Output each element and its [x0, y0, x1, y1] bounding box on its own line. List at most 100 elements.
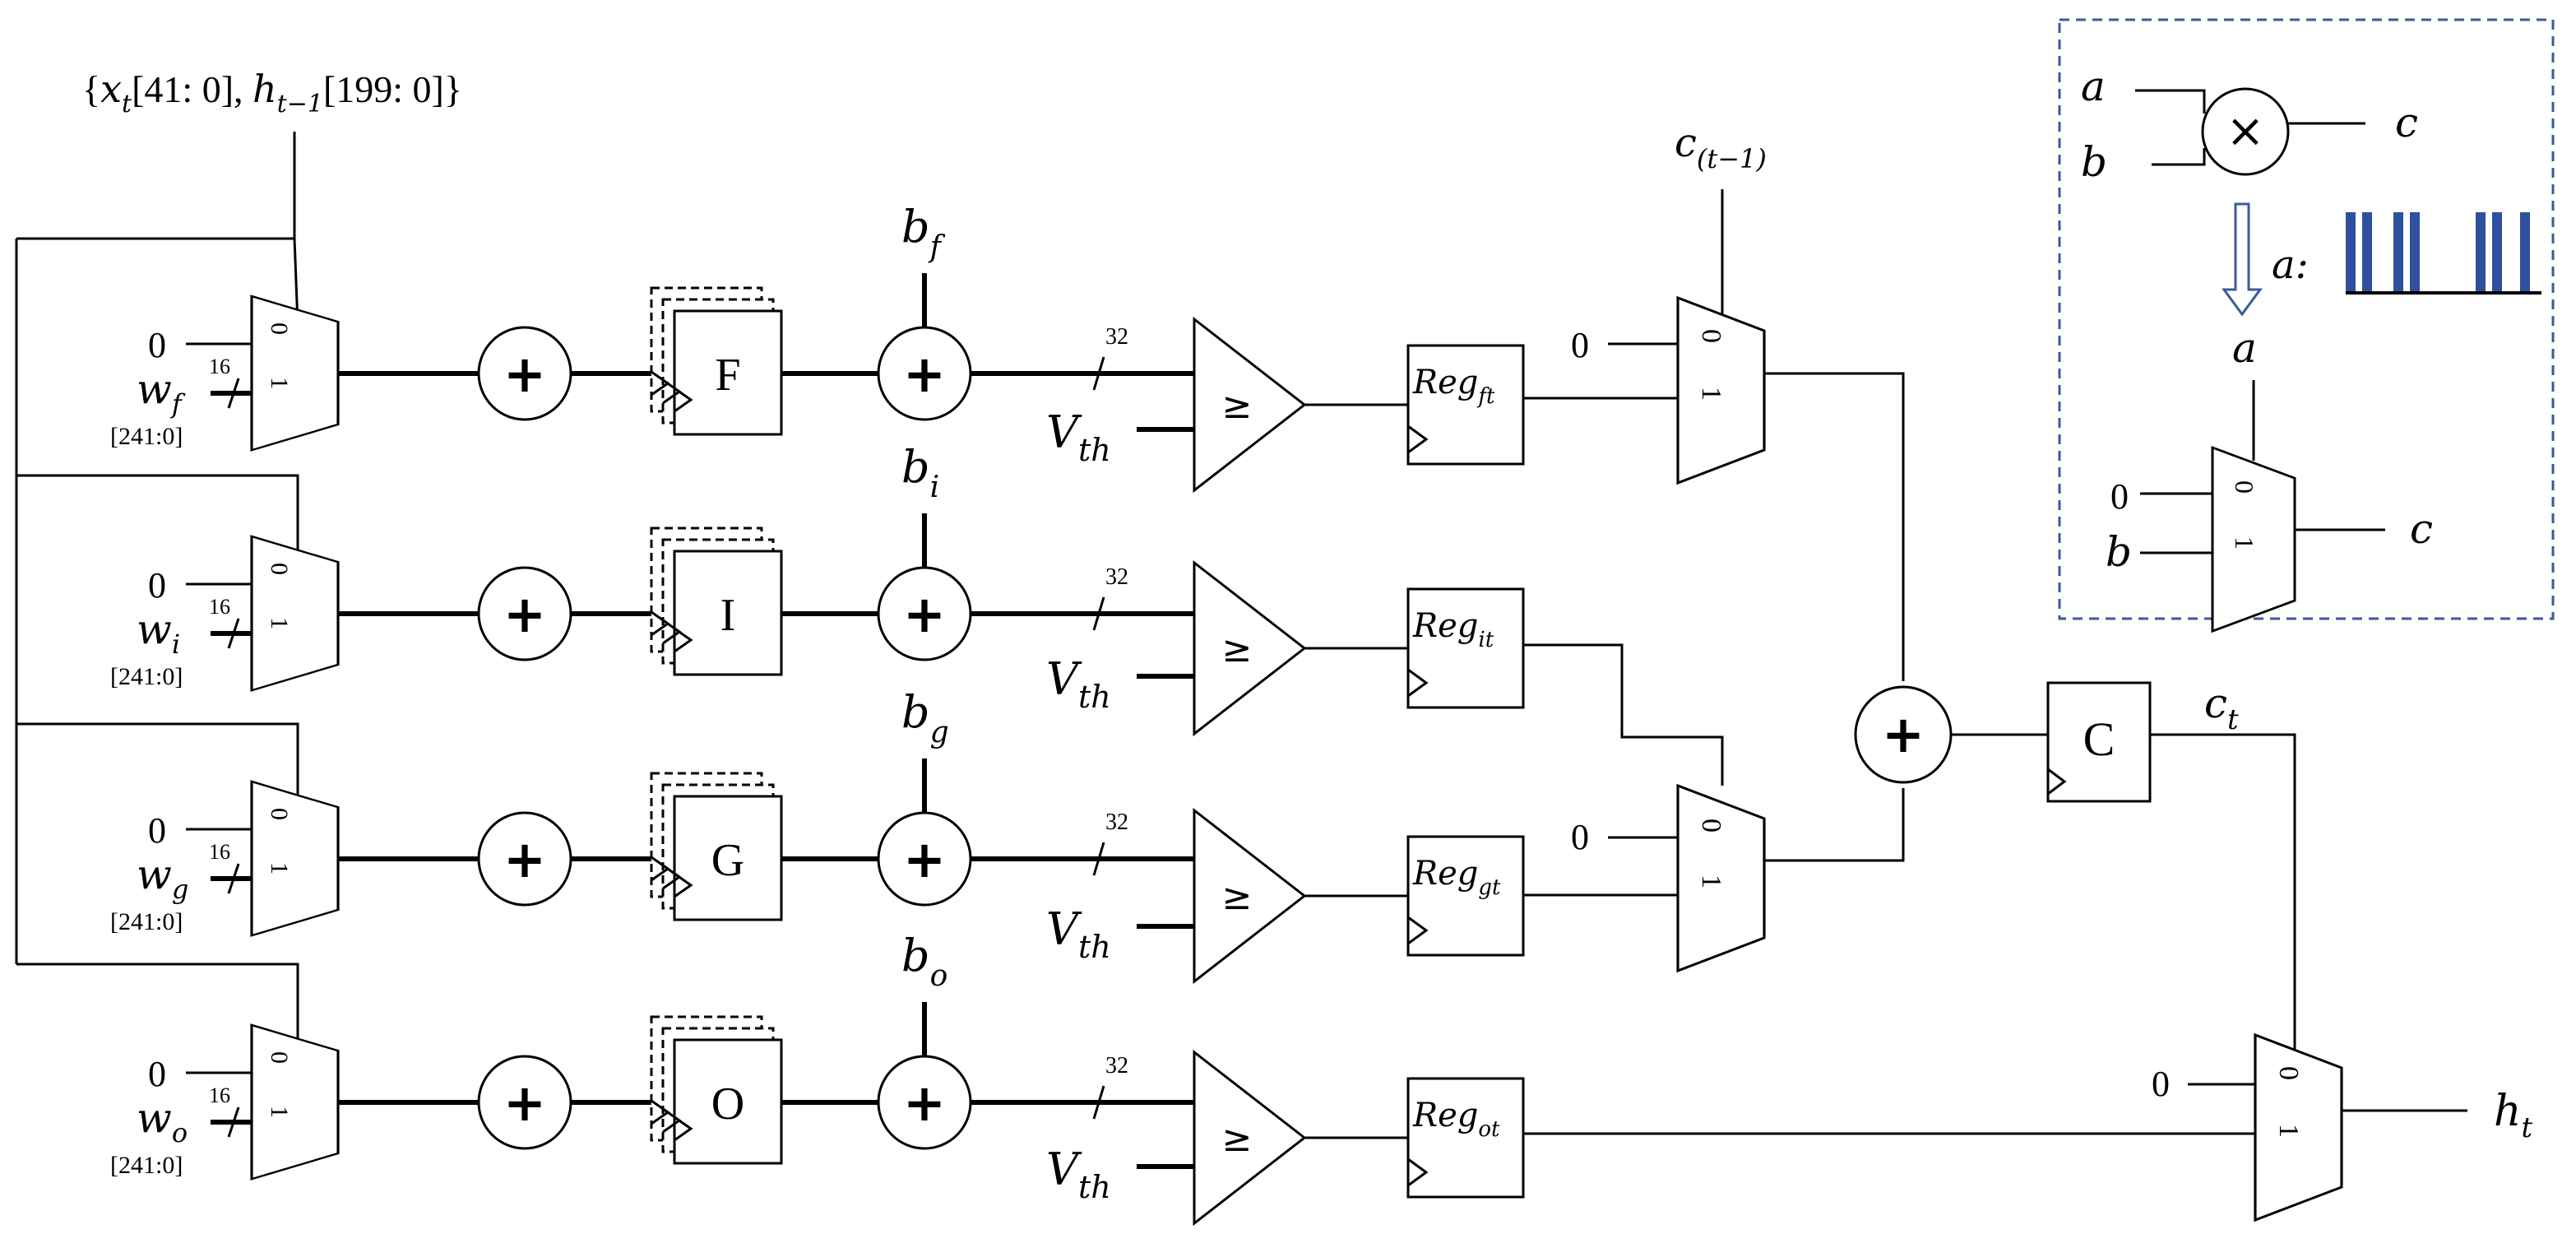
output-mux-zero: 0	[2152, 1064, 2170, 1104]
weight-mux-f	[250, 295, 340, 452]
it-to-input-mux	[1523, 643, 1724, 786]
accumulate-adder-sign: +	[503, 584, 546, 644]
width-16-label: 16	[209, 355, 230, 378]
weight-label-o: wo	[137, 1094, 188, 1148]
vth-label: Vth	[1046, 903, 1111, 965]
weight-mux-i	[250, 535, 340, 692]
bias-label-f: bf	[901, 201, 946, 264]
vth-label: Vth	[1046, 653, 1111, 715]
multiplier-sign: ×	[2226, 104, 2265, 158]
input-mux-zero: 0	[1571, 817, 1589, 857]
output-mux-sel0: 0	[2273, 1066, 2304, 1080]
legend-mux-zero: 0	[2110, 476, 2129, 517]
width-32-label: 32	[1105, 324, 1128, 350]
bias-label-o: bo	[901, 930, 947, 993]
input-bus-trunk	[15, 132, 296, 964]
width-16-label: 16	[209, 1083, 230, 1107]
forget-mux-sel1: 1	[1696, 387, 1726, 401]
output-mux-sel1: 1	[2273, 1124, 2304, 1138]
hollow-down-arrow-icon	[2222, 202, 2263, 317]
weight-mux-sel1: 1	[266, 377, 293, 389]
legend-a-label: a	[2081, 63, 2106, 110]
width-16-label: 16	[209, 595, 230, 619]
spike-train	[2346, 212, 2541, 295]
legend-border	[2058, 18, 2555, 620]
spike-register-label: Regft	[1412, 364, 1495, 409]
bias-adder-sign: +	[903, 1073, 946, 1133]
spike-pulse	[2476, 212, 2486, 291]
weight-label-i: wi	[137, 605, 180, 660]
input-mux	[1676, 783, 1766, 973]
legend-mux	[2211, 445, 2296, 633]
legend-mux-sel1: 1	[2230, 536, 2259, 550]
width-32-label: 32	[1105, 810, 1128, 835]
gate-register-label: G	[711, 835, 744, 886]
weight-mux-o	[250, 1023, 340, 1181]
spike-pulse	[2346, 212, 2356, 291]
bias-adder-sign: +	[903, 829, 946, 889]
spike-register-gt	[1406, 835, 1525, 957]
threshold-comparator	[1193, 1049, 1307, 1227]
bias-adder-sign: +	[903, 344, 946, 404]
gate-register-stack-i	[650, 527, 783, 676]
input-bus-label: {xt[41: 0], ht−1[199: 0]}	[82, 67, 462, 118]
input-mux-sel1: 1	[1696, 874, 1726, 888]
weight-range-label: [241:0]	[110, 423, 183, 450]
width-32-label: 32	[1105, 1053, 1128, 1079]
weight-mux-zero: 0	[148, 565, 166, 605]
weight-mux-sel1: 1	[266, 1106, 293, 1118]
gate-register-label: I	[720, 590, 736, 641]
accumulate-adder-sign: +	[503, 1073, 546, 1133]
h-t-label: ht	[2494, 1087, 2533, 1144]
c-t-wire	[2150, 733, 2296, 1053]
forget-product-wire	[1764, 372, 1905, 681]
forget-mux	[1676, 295, 1766, 485]
input-bus: {xt[41: 0], ht−1[199: 0]}	[15, 67, 462, 964]
legend-b2-label: b	[2106, 528, 2132, 576]
forget-mux-sel0: 0	[1696, 329, 1726, 343]
vth-label: Vth	[1046, 1144, 1111, 1205]
spike-register-label: Regit	[1412, 607, 1494, 652]
spike-pulse	[2492, 212, 2502, 291]
gate-rows: 010wf16[241:0]+F+bf32Vth≥Regft010wi16[24…	[16, 201, 1525, 1227]
weight-mux-g	[250, 780, 340, 937]
legend-b-label: b	[2081, 138, 2107, 186]
legend-spike-a-label: a:	[2272, 242, 2309, 288]
accumulate-adder-sign: +	[503, 344, 546, 404]
cell-register-label: C	[2083, 712, 2115, 766]
spike-pulse	[2520, 212, 2530, 291]
spike-pulse	[2362, 212, 2372, 291]
legend-mux-sel0: 0	[2230, 480, 2259, 494]
multiplier-icon	[2201, 87, 2290, 176]
spike-pulse	[2393, 212, 2403, 291]
weight-range-label: [241:0]	[110, 908, 183, 935]
weight-label-f: wf	[137, 365, 186, 420]
gate-register-label: F	[715, 350, 740, 401]
weight-mux-zero: 0	[148, 1054, 166, 1094]
forget-mux-zero: 0	[1571, 325, 1589, 365]
threshold-comparator	[1193, 807, 1307, 985]
spike-register-it	[1406, 587, 1525, 709]
weight-range-label: [241:0]	[110, 663, 183, 690]
legend-c-label: c	[2395, 99, 2418, 146]
output-mux	[2254, 1032, 2343, 1222]
weight-mux-sel0: 0	[266, 808, 293, 820]
threshold-comparator	[1193, 559, 1307, 737]
gate-register-label: O	[711, 1079, 744, 1130]
bias-label-i: bi	[901, 441, 939, 504]
weight-mux-zero: 0	[148, 810, 166, 851]
accumulate-adder-sign: +	[503, 829, 546, 889]
threshold-comparator	[1193, 316, 1307, 494]
weight-mux-sel1: 1	[266, 617, 293, 629]
vth-label: Vth	[1046, 406, 1111, 468]
weight-range-label: [241:0]	[110, 1152, 183, 1179]
spike-register-ot	[1406, 1077, 1525, 1199]
weight-mux-sel0: 0	[266, 322, 293, 335]
bias-label-g: bg	[901, 686, 949, 749]
gate-register-stack-o	[650, 1015, 783, 1165]
cell-update: c(t−1) 0 1 0 0 1 0 + C ct	[1523, 120, 2533, 1222]
bias-adder-sign: +	[903, 584, 946, 644]
